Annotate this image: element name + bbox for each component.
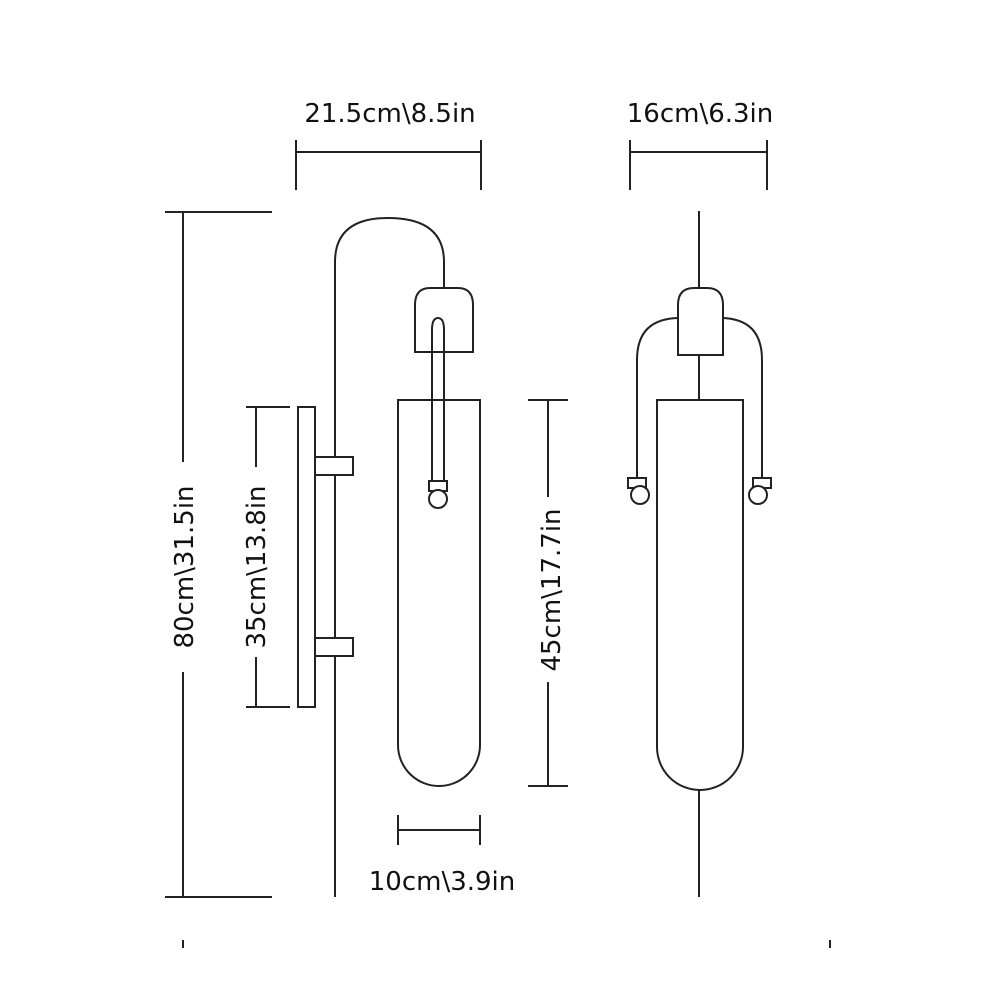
dim-front-width: 16cm\6.3in (627, 99, 774, 190)
dim-total-height: 80cm\31.5in (165, 211, 272, 898)
side-clamp-bottom (314, 637, 354, 657)
side-view (297, 216, 481, 897)
dim-shade-width: 10cm\3.9in (369, 815, 516, 897)
side-glass-shade (397, 399, 481, 787)
side-bulb (428, 489, 448, 509)
front-socket-cap (677, 287, 724, 356)
dim-label-total-height: 80cm\31.5in (170, 485, 200, 648)
dim-shade-height: 45cm\17.7in (528, 399, 568, 787)
front-left-bulb (630, 485, 650, 505)
front-right-bulb (748, 485, 768, 505)
dim-label-shade-height: 45cm\17.7in (537, 508, 567, 671)
side-bulb-hanger (431, 316, 445, 482)
dim-backplate-height: 35cm\13.8in (242, 406, 290, 708)
dim-label-side-width: 21.5cm\8.5in (304, 99, 475, 129)
side-backplate (297, 406, 316, 708)
side-clamp-top (314, 456, 354, 476)
dim-label-backplate-height: 35cm\13.8in (242, 485, 272, 648)
front-view (627, 211, 772, 897)
front-glass-shade (656, 399, 744, 791)
dim-label-front-width: 16cm\6.3in (627, 99, 774, 129)
dim-label-shade-width: 10cm\3.9in (369, 867, 516, 897)
dim-side-width: 21.5cm\8.5in (295, 99, 482, 190)
side-socket-cap (414, 287, 474, 353)
side-rod (334, 216, 445, 897)
